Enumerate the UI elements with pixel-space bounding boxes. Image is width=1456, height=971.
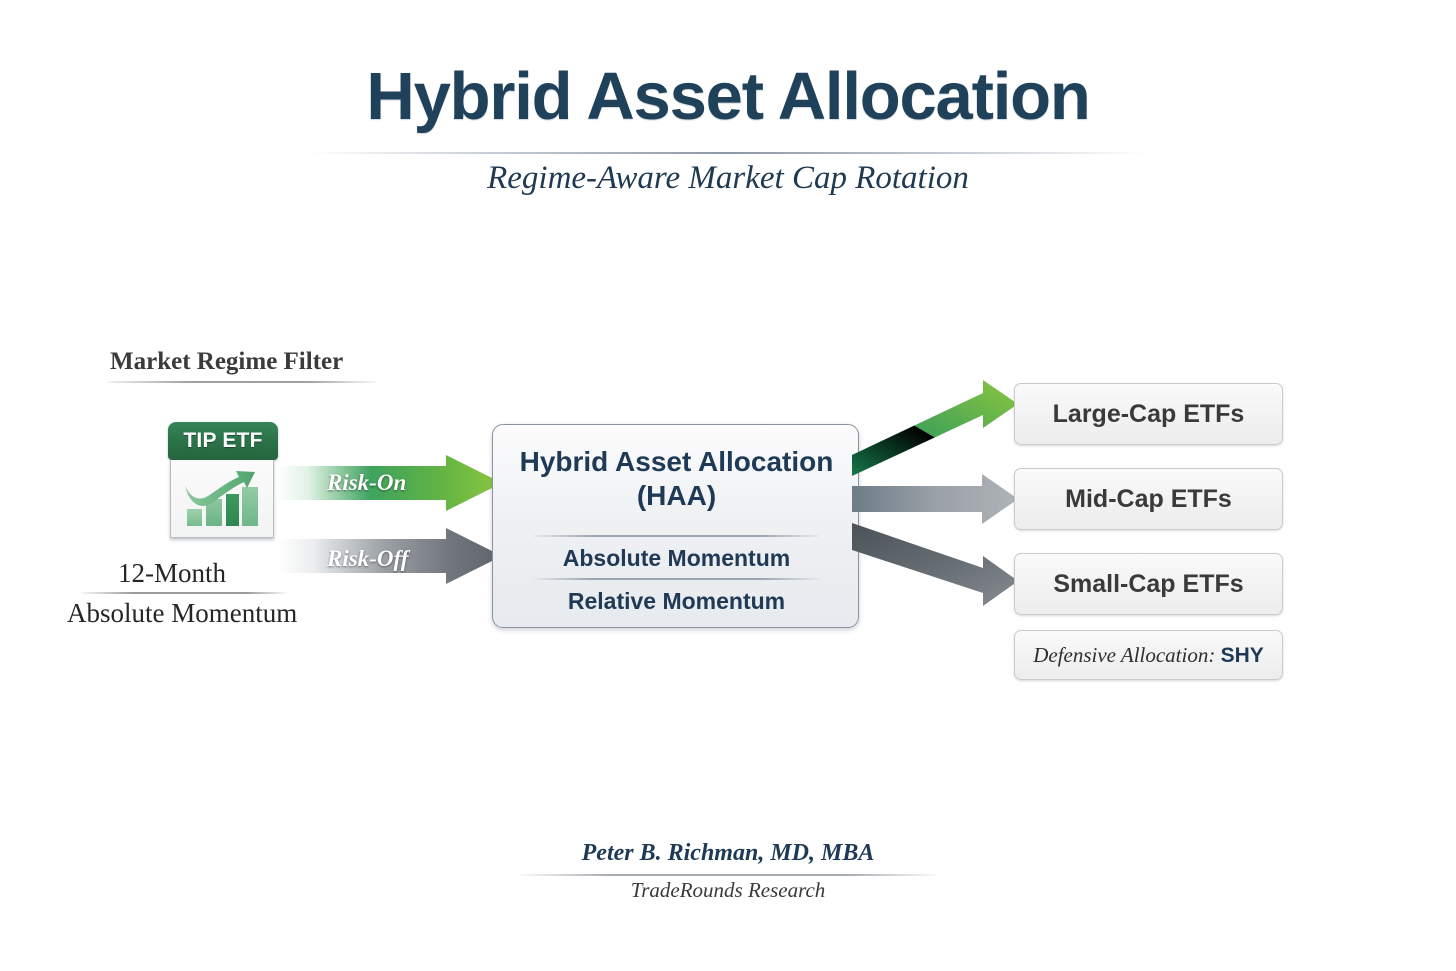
risk-on-arrow <box>276 455 502 511</box>
output-box-large-cap-label: Large-Cap ETFs <box>1052 399 1245 428</box>
risk-off-arrow <box>276 528 502 584</box>
arrow-to-small-cap <box>852 523 1018 606</box>
bar-chart-uptrend-icon <box>179 469 265 529</box>
defensive-allocation-prefix: Defensive Allocation: <box>1033 642 1221 667</box>
page-subtitle: Regime-Aware Market Cap Rotation <box>487 160 969 196</box>
output-box-small-cap-label: Small-Cap ETFs <box>1053 569 1244 598</box>
footer-author: Peter B. Richman, MD, MBA <box>581 840 875 866</box>
haa-engine-title-line2: (HAA) <box>636 480 717 512</box>
output-box-defensive-allocation[interactable]: Defensive Allocation: SHY <box>1014 630 1283 680</box>
defensive-allocation-ticker: SHY <box>1220 643 1264 667</box>
haa-divider-2 <box>533 578 820 580</box>
defensive-allocation-label: Defensive Allocation: SHY <box>1033 643 1264 668</box>
output-box-small-cap[interactable]: Small-Cap ETFs <box>1014 553 1283 615</box>
tip-etf-card-body <box>170 460 274 538</box>
haa-rule-absolute-momentum: Absolute Momentum <box>562 545 791 571</box>
risk-off-label: Risk-Off <box>327 546 409 571</box>
haa-engine-title-line1: Hybrid Asset Allocation <box>519 446 834 477</box>
title-divider <box>310 152 1146 154</box>
tip-etf-card-header: TIP ETF <box>168 422 278 460</box>
arrow-to-large-cap <box>852 380 1018 476</box>
footer-divider <box>519 874 937 876</box>
momentum-note-line1: 12-Month <box>118 558 226 588</box>
tip-etf-label: TIP ETF <box>183 429 263 452</box>
momentum-note-line2: Absolute Momentum <box>67 598 298 628</box>
footer-organization: TradeRounds Research <box>630 878 826 902</box>
section-label-divider <box>108 381 376 383</box>
output-box-large-cap[interactable]: Large-Cap ETFs <box>1014 383 1283 445</box>
momentum-note-divider <box>82 592 287 594</box>
section-label-market-regime-filter: Market Regime Filter <box>110 348 344 375</box>
page-title: Hybrid Asset Allocation <box>366 59 1090 134</box>
tip-etf-card: TIP ETF <box>166 422 279 540</box>
haa-engine-box: Hybrid Asset Allocation (HAA) Absolute M… <box>492 424 859 628</box>
output-box-mid-cap-label: Mid-Cap ETFs <box>1065 484 1232 513</box>
haa-rule-relative-momentum: Relative Momentum <box>567 588 786 614</box>
output-box-mid-cap[interactable]: Mid-Cap ETFs <box>1014 468 1283 530</box>
haa-engine-title: Hybrid Asset Allocation (HAA) <box>493 445 860 513</box>
risk-on-label: Risk-On <box>327 470 407 495</box>
haa-divider-1 <box>533 535 820 537</box>
arrow-to-mid-cap <box>852 474 1018 524</box>
output-arrows-group <box>852 380 1027 620</box>
